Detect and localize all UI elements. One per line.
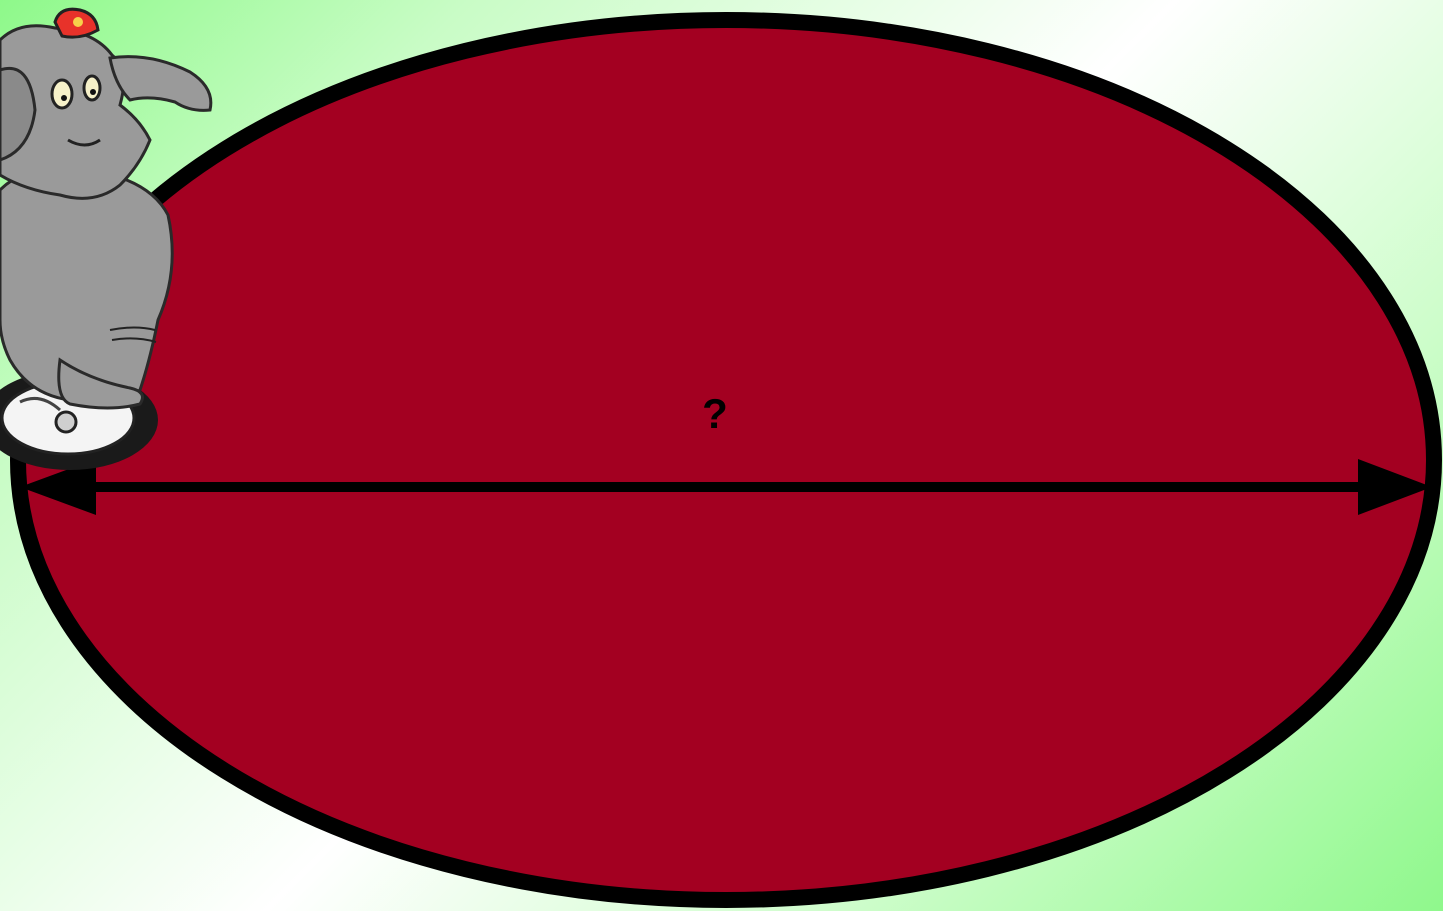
elephant-body	[0, 26, 211, 408]
elephant-on-unicycle-icon	[0, 0, 230, 480]
ellipse-shape	[18, 20, 1434, 900]
elephant-hat	[55, 9, 98, 37]
unknown-length-label: ?	[690, 393, 740, 435]
